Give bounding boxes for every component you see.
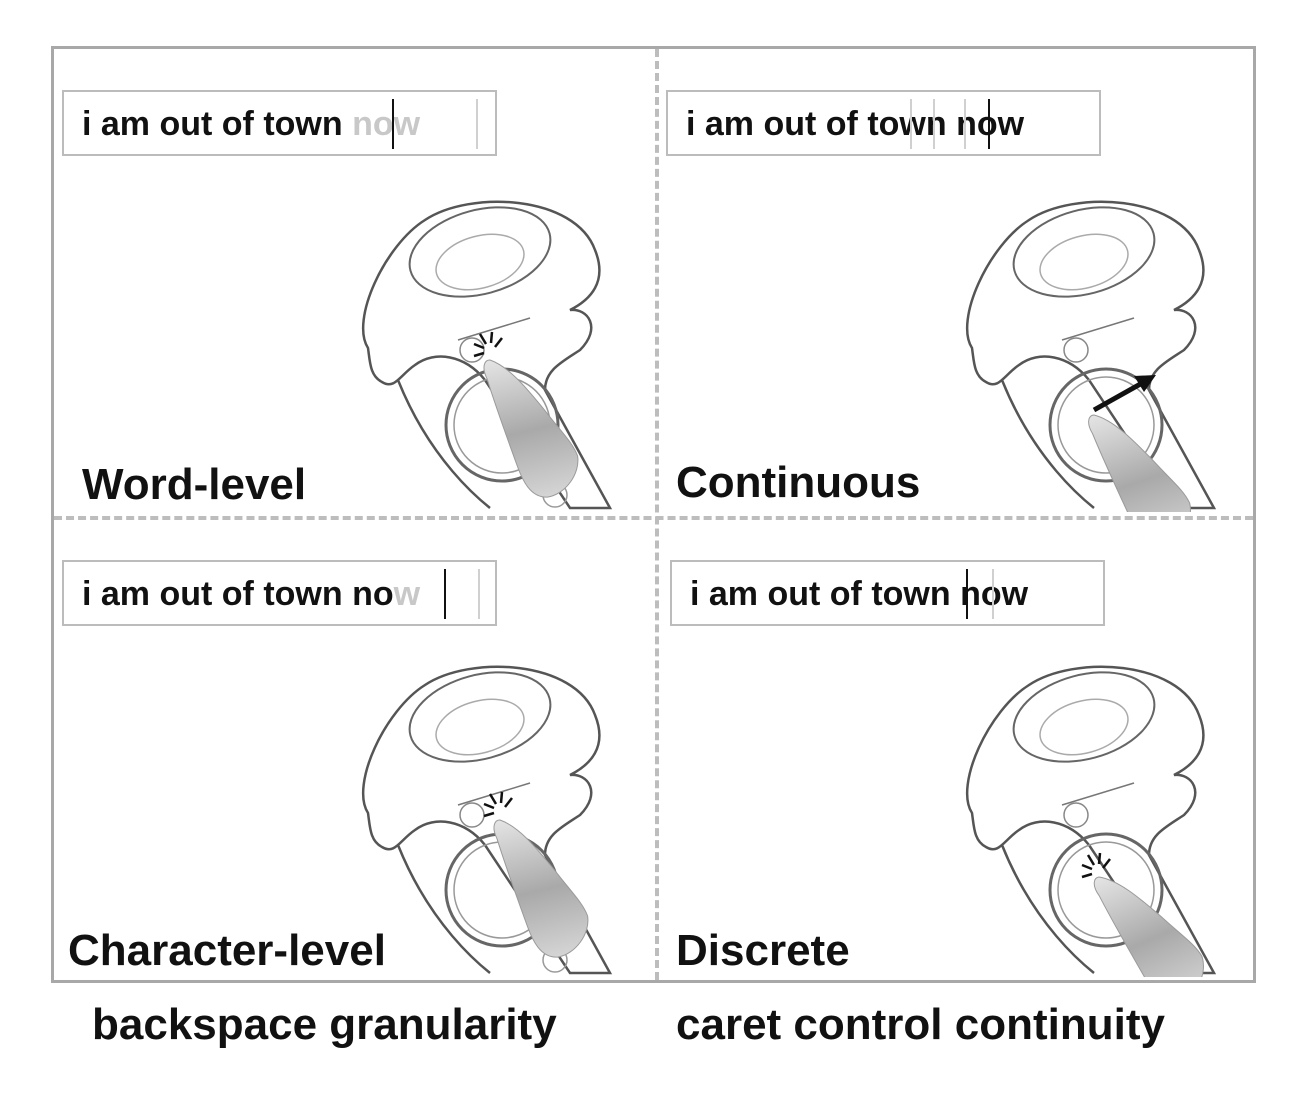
finger-icon — [1068, 875, 1221, 977]
figure-frame — [51, 46, 1256, 983]
character-level-textbox: i am out of town now — [62, 560, 497, 626]
typed-text: i am out of town — [82, 105, 353, 143]
caret-trail-mark — [910, 99, 912, 149]
controller-illustration — [965, 191, 1216, 512]
word-level-textbox: i am out of town now — [62, 90, 497, 156]
textbox-text: i am out of town now — [82, 104, 420, 144]
vertical-divider — [655, 49, 659, 980]
panel-label-continuous: Continuous — [676, 458, 921, 507]
text-caret — [966, 569, 968, 619]
text-caret — [444, 569, 446, 619]
typed-text: i am out of town no — [82, 575, 394, 613]
tap-burst-icon — [472, 330, 504, 358]
controller-illustration — [361, 191, 612, 510]
caret-step-mark — [992, 569, 994, 619]
typed-text: i am out of town now — [686, 105, 1025, 143]
word-boundary-mark — [476, 99, 478, 149]
textbox-text: i am out of town now — [82, 574, 420, 614]
swipe-arrow-icon — [1092, 375, 1156, 413]
text-caret — [392, 99, 394, 149]
caret-trail-mark — [964, 99, 966, 149]
controller-illustration — [965, 656, 1221, 977]
discrete-textbox: i am out of town now — [670, 560, 1105, 626]
continuous-textbox: i am out of town now — [666, 90, 1101, 156]
panel-label-character-level: Character-level — [68, 926, 386, 975]
typed-text: i am out of town now — [690, 575, 1029, 613]
char-boundary-mark — [478, 569, 480, 619]
text-caret — [988, 99, 990, 149]
horizontal-divider — [54, 516, 1253, 520]
caret-trail-mark — [933, 99, 935, 149]
deleted-text: w — [393, 575, 421, 613]
footer-label-right: caret control continuity — [676, 1000, 1165, 1049]
footer-label-left: backspace granularity — [92, 1000, 557, 1049]
panel-label-discrete: Discrete — [676, 926, 850, 975]
deleted-text: now — [352, 105, 421, 143]
panel-label-word-level: Word-level — [82, 460, 307, 509]
